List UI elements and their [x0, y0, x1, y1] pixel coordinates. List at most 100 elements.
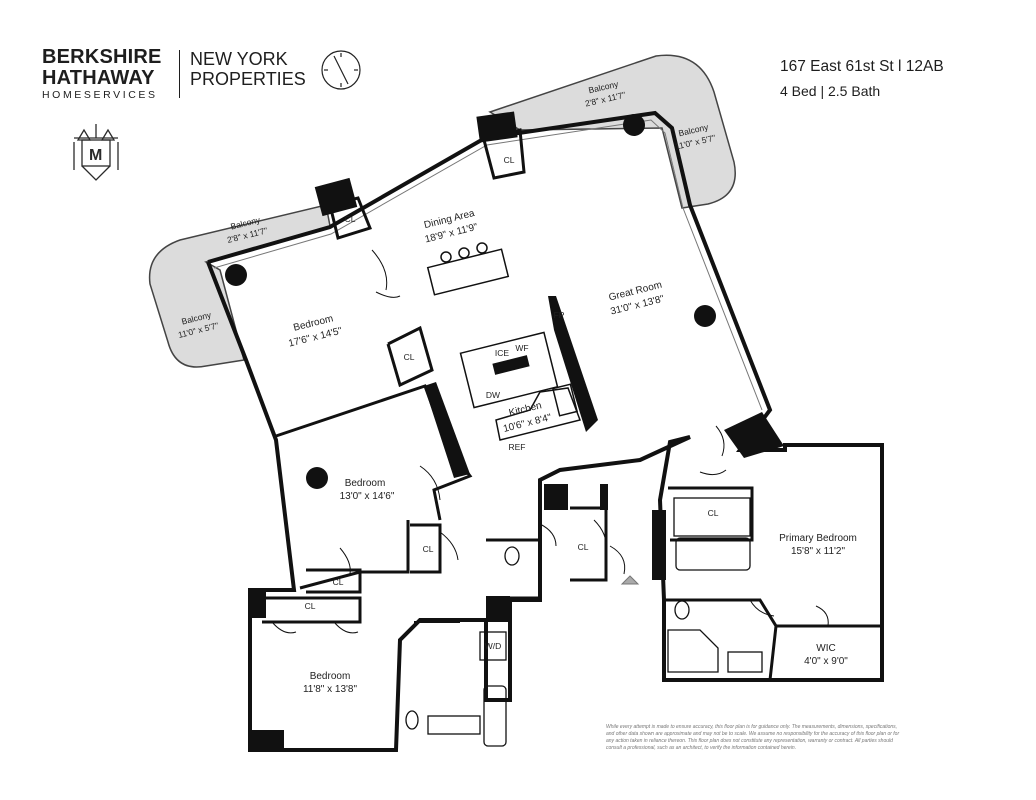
compass-icon [321, 50, 361, 90]
tub-secondary [483, 685, 507, 747]
bath-walls [486, 538, 542, 600]
interior-partitions-3 [668, 486, 754, 542]
closet-label: CL [404, 352, 415, 362]
column-round-2 [225, 264, 247, 286]
tub-primary [675, 537, 751, 571]
room-dims: 15'8" x 11'2" [791, 546, 846, 557]
room-dims: 4'0" x 9'0" [804, 656, 848, 667]
closet-walls-5 [262, 596, 362, 624]
closet-label: CL [305, 601, 316, 611]
shower-primary [667, 629, 719, 673]
dining-chair-2 [458, 247, 470, 259]
kitchen-sink [492, 355, 530, 375]
brand-crest-icon: M [73, 124, 119, 181]
room-dims: 11'8" x 13'8" [303, 684, 358, 695]
division-line-2: PROPERTIES [190, 69, 306, 89]
door-swing-13 [439, 531, 459, 561]
closet-walls-6 [306, 568, 362, 594]
closet-walls-3 [386, 325, 434, 388]
kitchen-wall-block [548, 296, 598, 432]
room-name: Primary Bedroom [779, 533, 857, 544]
wall-block-c [652, 510, 666, 580]
brand-name-line-3: HOMESERVICES [42, 89, 158, 101]
closet-label: CL [708, 508, 719, 518]
solid-walls [250, 111, 784, 752]
brand-divider [179, 50, 180, 98]
door-swing-1 [371, 249, 388, 291]
closet-rod-primary [673, 497, 751, 537]
closet-walls-4 [410, 523, 442, 574]
door-swing-8 [715, 425, 725, 457]
toilet-2 [674, 600, 690, 620]
door-swing-11 [593, 519, 607, 551]
wall-block-f [486, 596, 510, 622]
toilet-3 [405, 710, 419, 730]
closet-label: CL [333, 577, 344, 587]
closet-label: CL [345, 214, 356, 224]
balconies [148, 54, 736, 368]
door-swing-10 [749, 599, 775, 617]
room-name: Bedroom [345, 478, 386, 489]
doors [271, 249, 829, 634]
washer-dryer-label: W/D [485, 641, 502, 651]
closet-label: CL [423, 544, 434, 554]
interior-partitions-2 [299, 520, 410, 590]
toilet-1 [504, 546, 520, 566]
listing-address: 167 East 61st St l 12AB [780, 58, 944, 75]
interior-partitions-4 [664, 598, 778, 681]
ice-maker-label: ICE [495, 348, 510, 358]
kitchen-counter [495, 387, 581, 441]
dining-chair-3 [476, 242, 488, 254]
kitchen [426, 242, 581, 441]
entry-arrow-icon [620, 575, 640, 585]
svg-text:M: M [89, 147, 102, 164]
column-block-2 [476, 111, 518, 143]
room-name: WIC [816, 643, 835, 654]
door-swing-9 [815, 605, 829, 627]
vanity-secondary [427, 715, 481, 735]
room-name: Bedroom [310, 671, 351, 682]
fireplace-label: FP [554, 310, 565, 320]
wall-block-b [600, 484, 608, 510]
column-round-3 [694, 305, 716, 327]
exterior-walls [206, 110, 884, 752]
balcony-top-left [148, 204, 331, 368]
door-swing-7 [699, 469, 727, 476]
outer-wall [206, 110, 884, 752]
division-line-1: NEW YORK [190, 49, 288, 69]
fixture-labels: CL CL CL CL CL CL CL CL ICE WF DW REF FP… [305, 155, 719, 651]
range [551, 383, 579, 417]
washer-dryer [479, 631, 507, 661]
dishwasher-label: DW [486, 390, 500, 400]
door-swing-5 [271, 621, 297, 634]
wine-fridge-label: WF [515, 343, 528, 353]
vanity-primary [727, 651, 763, 673]
closet-label: CL [578, 542, 589, 552]
wall-block-e [250, 730, 284, 752]
bath-fixtures [405, 497, 763, 747]
kitchen-island [459, 331, 559, 409]
brand-name-line-2: HATHAWAY [42, 67, 155, 89]
column-round-4 [306, 467, 328, 489]
door-swing-3 [419, 465, 441, 501]
door-swing-14 [539, 523, 557, 547]
closet-label: CL [504, 155, 515, 165]
disclaimer-text: While every attempt is made to ensure ac… [606, 724, 900, 751]
outer-wall-inner-line [213, 119, 763, 411]
door-swing-2 [375, 291, 401, 298]
wall-block-a [544, 484, 568, 510]
column-block-3 [724, 412, 784, 458]
column-block-1 [314, 177, 358, 217]
hall-wall-block [424, 382, 470, 478]
door-swing-6 [333, 621, 359, 634]
columns [225, 114, 716, 489]
room-dims: 13'0" x 14'6" [340, 491, 395, 502]
door-swing-12 [609, 545, 626, 575]
dining-chair-1 [440, 251, 452, 263]
brand-name-line-1: BERKSHIRE [42, 46, 162, 68]
listing-summary: 4 Bed | 2.5 Bath [780, 83, 881, 99]
door-swing-4 [339, 547, 351, 575]
wall-block-d [250, 588, 266, 618]
refrigerator-label: REF [509, 442, 526, 452]
